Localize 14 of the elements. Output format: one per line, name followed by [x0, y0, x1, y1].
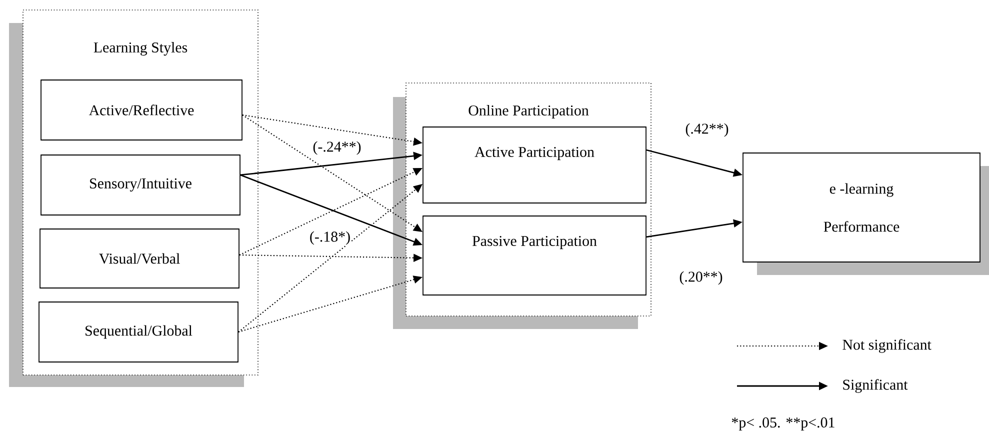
legend-text: Significant	[843, 379, 908, 393]
process-box: Active Participation	[422, 126, 646, 204]
process-box: Passive Participation	[422, 216, 646, 296]
legend-text: Not significant	[842, 339, 932, 353]
process-box: Sensory/Intuitive	[40, 154, 240, 216]
edge-label: (.20**)	[678, 270, 724, 286]
edge-label: (.42**)	[684, 122, 730, 138]
note: *p< .05. **p<.01	[732, 417, 834, 431]
process-box: Visual/Verbal	[40, 228, 240, 288]
edge-label: (-.18*)	[308, 230, 352, 246]
process-box: e -learning Performance	[742, 152, 980, 262]
edge-label: (-.24**)	[312, 140, 362, 156]
process-box: Sequential/Global	[38, 302, 238, 362]
process-box: Active/Reflective	[40, 80, 242, 140]
